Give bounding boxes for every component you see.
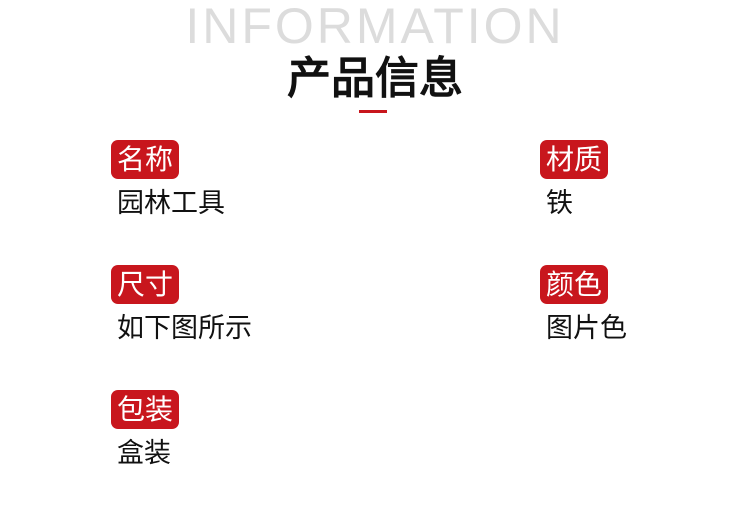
background-watermark-word: INFORMATION xyxy=(185,0,565,54)
info-item-color: 颜色 图片色 xyxy=(540,265,627,346)
info-item-size: 尺寸 如下图所示 xyxy=(111,265,252,346)
info-label: 名称 xyxy=(111,140,180,179)
info-value: 园林工具 xyxy=(117,188,225,219)
title-underline xyxy=(359,110,387,113)
info-value: 如下图所示 xyxy=(117,313,252,344)
info-item-name: 名称 园林工具 xyxy=(111,140,225,221)
info-label: 材质 xyxy=(540,140,609,179)
info-label: 尺寸 xyxy=(111,265,180,304)
info-value: 铁 xyxy=(546,188,573,219)
info-item-material: 材质 铁 xyxy=(540,140,609,221)
page-title: 产品信息 xyxy=(287,53,463,104)
info-label: 包装 xyxy=(111,390,180,429)
info-value: 盒装 xyxy=(117,438,171,469)
info-value: 图片色 xyxy=(546,313,627,344)
info-label: 颜色 xyxy=(540,265,609,304)
info-item-packaging: 包装 盒装 xyxy=(111,390,180,471)
